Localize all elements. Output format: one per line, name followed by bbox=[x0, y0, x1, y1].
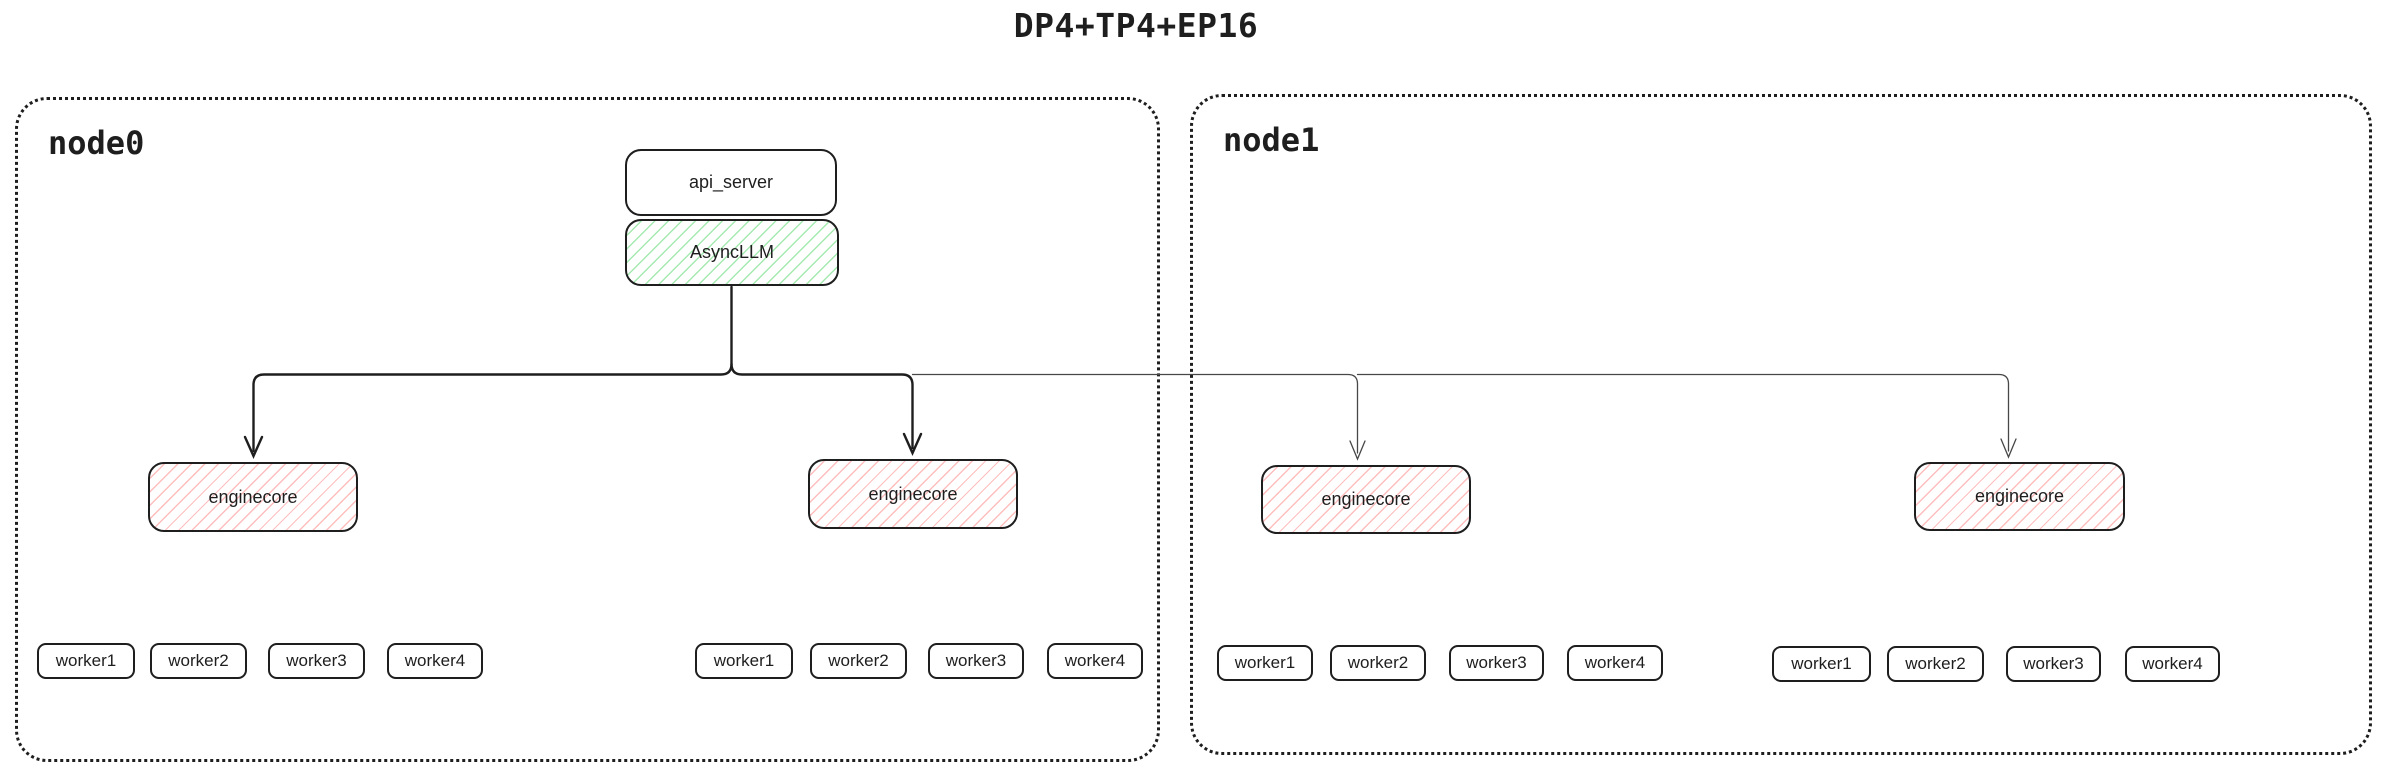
worker-label: worker2 bbox=[1347, 653, 1409, 672]
worker-label: worker3 bbox=[2023, 654, 2084, 673]
arrow-asyncllm-to-enginecore4 bbox=[1356, 373, 2010, 452]
worker-box: worker2 bbox=[150, 643, 247, 679]
worker-label: worker3 bbox=[945, 651, 1007, 670]
worker-box: worker3 bbox=[2006, 646, 2101, 682]
worker-box: worker3 bbox=[928, 643, 1024, 679]
asyncllm-label: AsyncLLM bbox=[689, 242, 775, 262]
worker-box: worker4 bbox=[1567, 645, 1663, 681]
arrow-asyncllm-to-enginecore1 bbox=[252, 285, 733, 453]
worker-box: worker4 bbox=[1047, 643, 1143, 679]
worker-box: worker1 bbox=[695, 643, 793, 679]
enginecore-label: enginecore bbox=[1321, 489, 1411, 509]
diagram-title: DP4+TP4+EP16 bbox=[1013, 6, 1259, 45]
worker-label: worker1 bbox=[1234, 653, 1296, 672]
enginecore-box-4: enginecore bbox=[1914, 462, 2125, 531]
worker-box: worker1 bbox=[1772, 646, 1871, 682]
arrowhead-enginecore4-icon bbox=[2000, 438, 2017, 459]
worker-label: worker3 bbox=[1466, 653, 1527, 672]
worker-label: worker4 bbox=[2142, 654, 2203, 673]
api-server-label: api_server bbox=[688, 172, 774, 192]
arrow-asyncllm-to-enginecore3 bbox=[911, 373, 1359, 454]
worker-label: worker1 bbox=[1791, 654, 1852, 673]
worker-label: worker3 bbox=[286, 651, 347, 670]
worker-label: worker2 bbox=[1905, 654, 1966, 673]
asyncllm-box: AsyncLLM bbox=[625, 219, 839, 286]
node0-label: node0 bbox=[48, 124, 145, 162]
worker-label: worker4 bbox=[404, 651, 466, 670]
node1-container: node1 bbox=[1190, 94, 2372, 755]
worker-box: worker3 bbox=[268, 643, 365, 679]
worker-box: worker4 bbox=[387, 643, 483, 679]
worker-box: worker2 bbox=[1330, 645, 1426, 681]
worker-label: worker4 bbox=[1584, 653, 1646, 672]
worker-label: worker4 bbox=[1064, 651, 1126, 670]
enginecore-box-2: enginecore bbox=[808, 459, 1018, 529]
enginecore-box-3: enginecore bbox=[1261, 465, 1471, 534]
arrow-asyncllm-to-enginecore2 bbox=[730, 362, 914, 450]
node1-label: node1 bbox=[1223, 121, 1320, 159]
worker-box: worker1 bbox=[1217, 645, 1313, 681]
arrowhead-enginecore2-icon bbox=[902, 432, 923, 456]
worker-box: worker4 bbox=[2125, 646, 2220, 682]
api-server-box: api_server bbox=[625, 149, 837, 216]
worker-box: worker2 bbox=[810, 643, 907, 679]
worker-box: worker3 bbox=[1449, 645, 1544, 681]
worker-label: worker1 bbox=[55, 651, 117, 670]
enginecore-label: enginecore bbox=[1974, 486, 2065, 506]
arrowhead-enginecore1-icon bbox=[243, 435, 264, 459]
enginecore-box-1: enginecore bbox=[148, 462, 358, 532]
worker-box: worker2 bbox=[1887, 646, 1984, 682]
worker-label: worker2 bbox=[168, 651, 229, 670]
worker-label: worker1 bbox=[713, 651, 775, 670]
arrowhead-enginecore3-icon bbox=[1349, 440, 1366, 461]
enginecore-label: enginecore bbox=[868, 483, 958, 504]
enginecore-label: enginecore bbox=[208, 486, 298, 507]
worker-box: worker1 bbox=[37, 643, 135, 679]
worker-label: worker2 bbox=[828, 651, 889, 670]
node0-container: node0 bbox=[15, 97, 1160, 762]
